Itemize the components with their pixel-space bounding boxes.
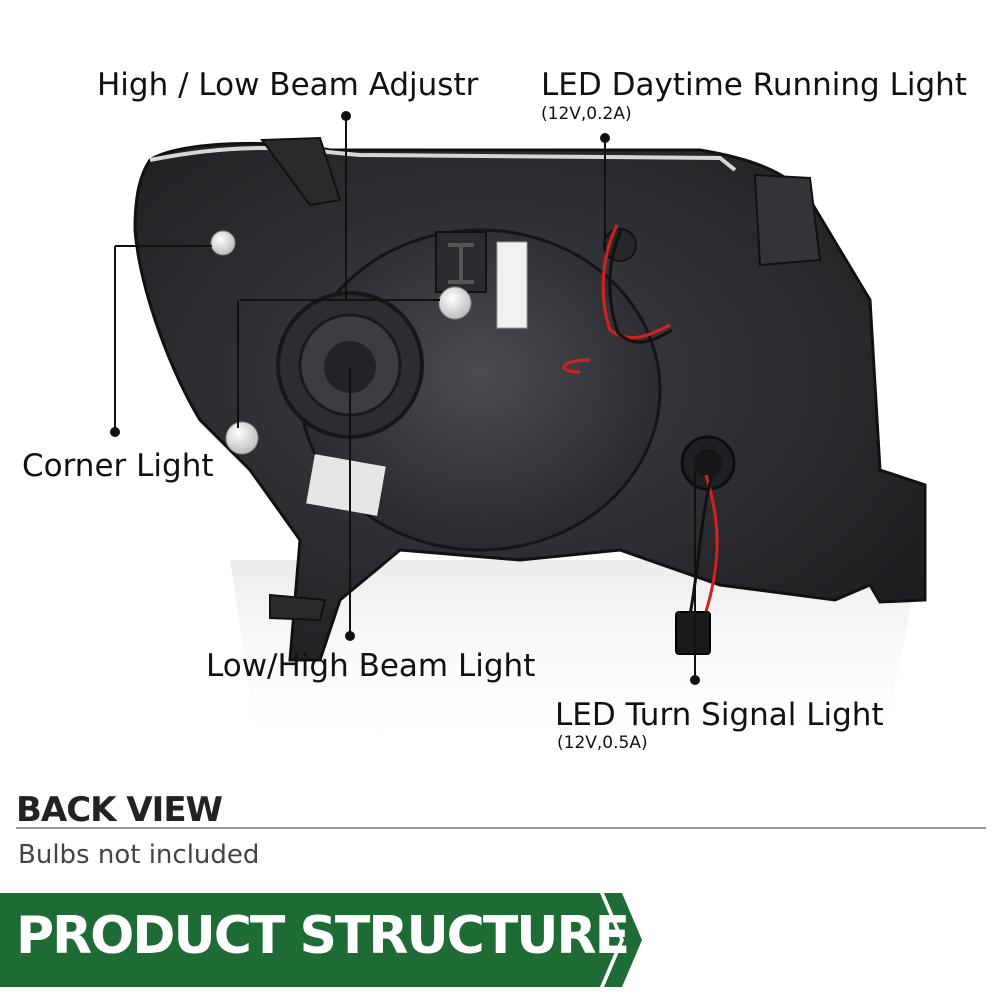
floor-reflection xyxy=(230,560,920,760)
banner-shape xyxy=(0,893,642,987)
callout-low-high-beam: Low/High Beam Light xyxy=(206,648,536,684)
callout-turn-signal-spec: (12V,0.5A) xyxy=(557,733,648,753)
corner-bulb-upper xyxy=(210,230,236,256)
callout-drl-title: LED Daytime Running Light xyxy=(541,67,967,103)
adjuster-bulb xyxy=(438,286,472,320)
callout-corner-light: Corner Light xyxy=(22,448,214,484)
turn-wire-black xyxy=(688,474,714,616)
bulbs-note: Bulbs not included xyxy=(18,840,260,870)
right-bracket xyxy=(753,173,822,267)
corner-bulb-lower xyxy=(225,421,259,455)
callout-high-low-adjuster: High / Low Beam Adjustr xyxy=(97,67,479,103)
drl-wire-black xyxy=(608,227,673,344)
beam-socket-core xyxy=(324,341,376,393)
callout-leaders xyxy=(110,111,700,685)
section-title: BACK VIEW xyxy=(16,790,223,830)
warning-sticker xyxy=(306,454,386,516)
section-divider xyxy=(16,827,986,829)
drl-wire-red xyxy=(601,224,671,340)
callout-turn-signal-title: LED Turn Signal Light xyxy=(555,697,884,733)
turn-signal-connector xyxy=(675,611,711,655)
banner-title: PRODUCT STRUCTURE xyxy=(16,906,630,966)
turn-wire-red xyxy=(703,474,719,616)
callout-drl-spec: (12V,0.2A) xyxy=(541,104,632,124)
product-label-sticker xyxy=(496,241,528,329)
mounting-foot xyxy=(269,593,327,622)
mounting-tab-top xyxy=(260,136,342,207)
